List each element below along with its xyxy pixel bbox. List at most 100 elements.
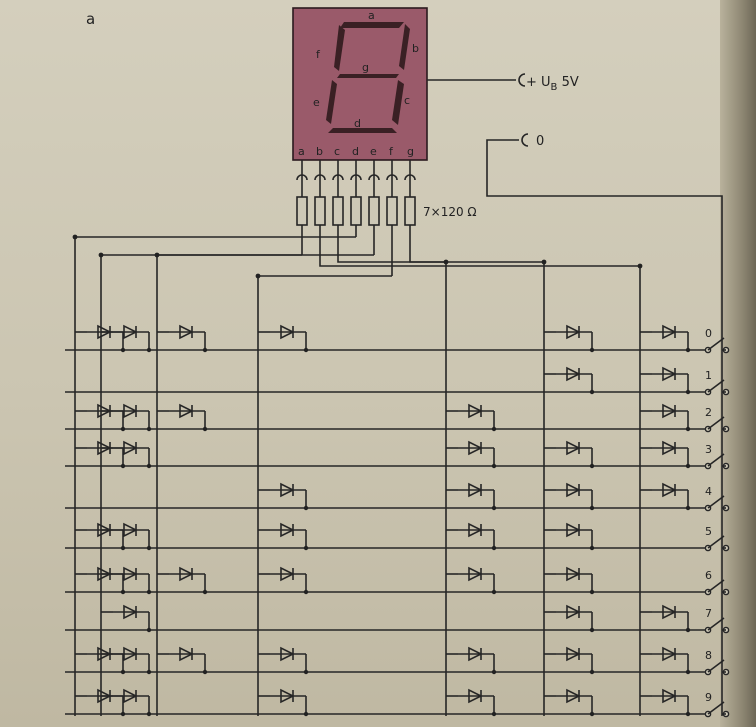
pin-connector-g [404,174,416,181]
resistor-a [296,196,308,226]
resistor-d [350,196,362,226]
switch-label-0: 0 [705,327,712,340]
segment-lines [72,234,643,716]
diode-7-a [113,604,149,620]
diode-3-d [87,440,123,456]
switch-3[interactable]: 3 [704,443,730,470]
digit-rows [65,349,708,715]
figure-label: a [86,10,95,28]
diode-3-c [556,440,592,456]
diode-8-e [169,646,205,662]
diode-6-d [87,566,123,582]
diode-8-d [87,646,123,662]
diode-0-b [652,324,688,340]
resistor-b [314,196,326,226]
supply-label: + UB 5V [526,75,579,93]
segment-a [340,22,404,28]
diode-7-b [652,604,688,620]
diode-9-b [652,688,688,704]
pin-label-g: g [407,145,414,158]
switch-label-3: 3 [705,443,712,456]
ground-bus [486,139,723,716]
pin-connector-f [386,174,398,181]
pin-label-c: c [334,145,340,158]
segment-label-g: g [362,61,369,74]
diode-9-c [556,688,592,704]
segment-line-g [409,255,447,716]
junction-dot [98,252,104,258]
diode-7-c [556,604,592,620]
segment-b [399,24,410,70]
diode-0-d [87,324,123,340]
segment-f [334,25,345,71]
diode-5-f [270,522,306,538]
segment-line-b [319,255,641,716]
pin-label-d: d [352,145,359,158]
diode-8-g [458,646,494,662]
junction-dot [72,234,78,240]
digit-switches: 0 1 2 3 4 5 6 7 8 9 [704,327,730,718]
switch-2[interactable]: 2 [704,406,730,433]
diode-3-g [458,440,494,456]
diode-8-b [652,646,688,662]
diode-9-g [458,688,494,704]
switch-label-9: 9 [705,691,712,704]
pin-connector-c [332,174,344,181]
diode-8-f [270,646,306,662]
diode-1-c [556,366,592,382]
segment-g [337,74,399,78]
switch-6[interactable]: 6 [704,569,730,596]
resistor-c [332,196,344,226]
switch-label-8: 8 [705,649,712,662]
switch-label-4: 4 [705,485,712,498]
switch-4[interactable]: 4 [704,485,730,512]
diode-1-b [652,366,688,382]
diode-2-b [652,403,688,419]
diode-9-f [270,688,306,704]
segment-label-b: b [412,42,419,55]
diode-6-f [270,566,306,582]
diode-3-b [652,440,688,456]
segment-label-c: c [404,94,410,107]
switch-label-2: 2 [705,406,712,419]
pin-connector-d [350,174,362,181]
diode-6-e [169,566,205,582]
segment-c [392,80,404,125]
resistor-array [296,160,416,276]
switch-8[interactable]: 8 [704,649,730,676]
diode-0-e [169,324,205,340]
pin-label-f: f [389,145,394,158]
switch-9[interactable]: 9 [704,691,730,718]
segment-d [328,128,397,133]
segment-e [326,80,337,124]
diode-0-c [556,324,592,340]
switch-1[interactable]: 1 [704,369,730,396]
segment-label-e: e [313,96,320,109]
diode-4-f [270,482,306,498]
segment-label-f: f [316,48,321,61]
switch-0[interactable]: 0 [704,327,730,354]
diode-5-d [87,522,123,538]
switch-5[interactable]: 5 [704,525,730,552]
segment-label-d: d [354,117,361,130]
switch-7[interactable]: 7 [704,607,730,634]
segment-line-e [156,254,374,716]
page-binding-shadow [720,0,756,727]
segment-line-f [257,275,392,716]
ground-label: 0 [536,134,544,149]
junction-dot [255,273,261,279]
junction-dot [443,259,449,265]
segment-line-a [100,254,302,716]
diode-matrix [75,324,691,717]
segment-line-d [74,236,356,716]
pin-label-b: b [316,145,323,158]
diode-2-d [87,403,123,419]
pin-connector-e [368,174,380,181]
switch-label-5: 5 [705,525,712,538]
diode-2-g [458,403,494,419]
pin-label-a: a [298,145,305,158]
junction-dot [637,263,643,269]
switch-label-6: 6 [705,569,712,582]
junction-dot [154,252,160,258]
